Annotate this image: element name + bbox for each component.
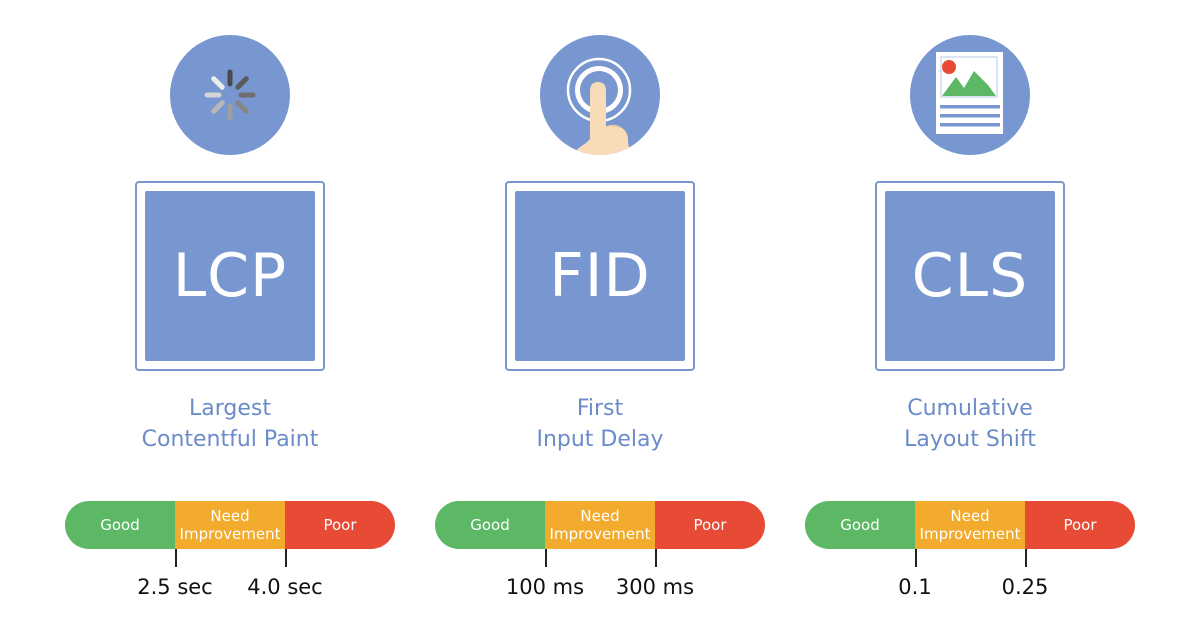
need-improvement-label-line-2: Improvement [919, 525, 1021, 543]
metric-title: Cumulative Layout Shift [785, 393, 1155, 455]
threshold-scale-bar: Good Need Improvement Poor [435, 501, 765, 549]
metric-title-line-1: Cumulative [907, 396, 1033, 421]
threshold-label-good: 2.5 sec [137, 575, 213, 599]
threshold-tick-2 [1025, 549, 1027, 567]
need-improvement-label-line-1: Need [950, 507, 990, 525]
metric-title-line-1: First [576, 396, 624, 421]
metric-abbr-box: CLS [885, 191, 1055, 361]
scale-segment-good: Good [65, 501, 175, 549]
metric-abbr-box: LCP [145, 191, 315, 361]
threshold-tick-2 [655, 549, 657, 567]
metric-title-line-2: Input Delay [536, 427, 664, 452]
metric-lcp: LCP Largest Contentful Paint Good Need I… [45, 0, 415, 630]
threshold-scale-bar: Good Need Improvement Poor [65, 501, 395, 549]
threshold-tick-2 [285, 549, 287, 567]
threshold-label-good: 0.1 [898, 575, 932, 599]
metric-abbr-box: FID [515, 191, 685, 361]
scale-segment-good: Good [435, 501, 545, 549]
scale-segment-poor: Poor [1025, 501, 1135, 549]
metric-title-line-1: Largest [189, 396, 271, 421]
threshold-label-poor: 4.0 sec [247, 575, 323, 599]
metric-title: Largest Contentful Paint [45, 393, 415, 455]
loading-spinner-icon [170, 35, 290, 155]
threshold-tick-1 [915, 549, 917, 567]
metric-abbr-frame: LCP [135, 181, 325, 371]
need-improvement-label-line-2: Improvement [179, 525, 281, 543]
scale-segment-poor: Poor [285, 501, 395, 549]
metric-fid: FID First Input Delay Good Need Improvem… [415, 0, 785, 630]
scale-segment-poor: Poor [655, 501, 765, 549]
threshold-scale-bar: Good Need Improvement Poor [805, 501, 1135, 549]
document-image-icon [910, 35, 1030, 155]
need-improvement-label-line-1: Need [580, 507, 620, 525]
finger-tap-icon [540, 35, 660, 155]
scale-segment-need-improvement: Need Improvement [915, 501, 1025, 549]
need-improvement-label-line-1: Need [210, 507, 250, 525]
threshold-tick-1 [175, 549, 177, 567]
metric-title-line-2: Layout Shift [904, 427, 1036, 452]
metric-abbreviation: CLS [911, 241, 1029, 311]
metric-abbr-frame: FID [505, 181, 695, 371]
metric-abbreviation: LCP [172, 241, 288, 311]
threshold-label-poor: 300 ms [615, 575, 695, 599]
metric-abbr-frame: CLS [875, 181, 1065, 371]
threshold-label-poor: 0.25 [1001, 575, 1049, 599]
scale-segment-need-improvement: Need Improvement [545, 501, 655, 549]
metric-cls: CLS Cumulative Layout Shift Good Need Im… [785, 0, 1155, 630]
scale-segment-good: Good [805, 501, 915, 549]
threshold-label-good: 100 ms [505, 575, 585, 599]
metric-title-line-2: Contentful Paint [141, 427, 319, 452]
metric-abbreviation: FID [549, 241, 651, 311]
threshold-tick-1 [545, 549, 547, 567]
metric-title: First Input Delay [415, 393, 785, 455]
need-improvement-label-line-2: Improvement [549, 525, 651, 543]
scale-segment-need-improvement: Need Improvement [175, 501, 285, 549]
